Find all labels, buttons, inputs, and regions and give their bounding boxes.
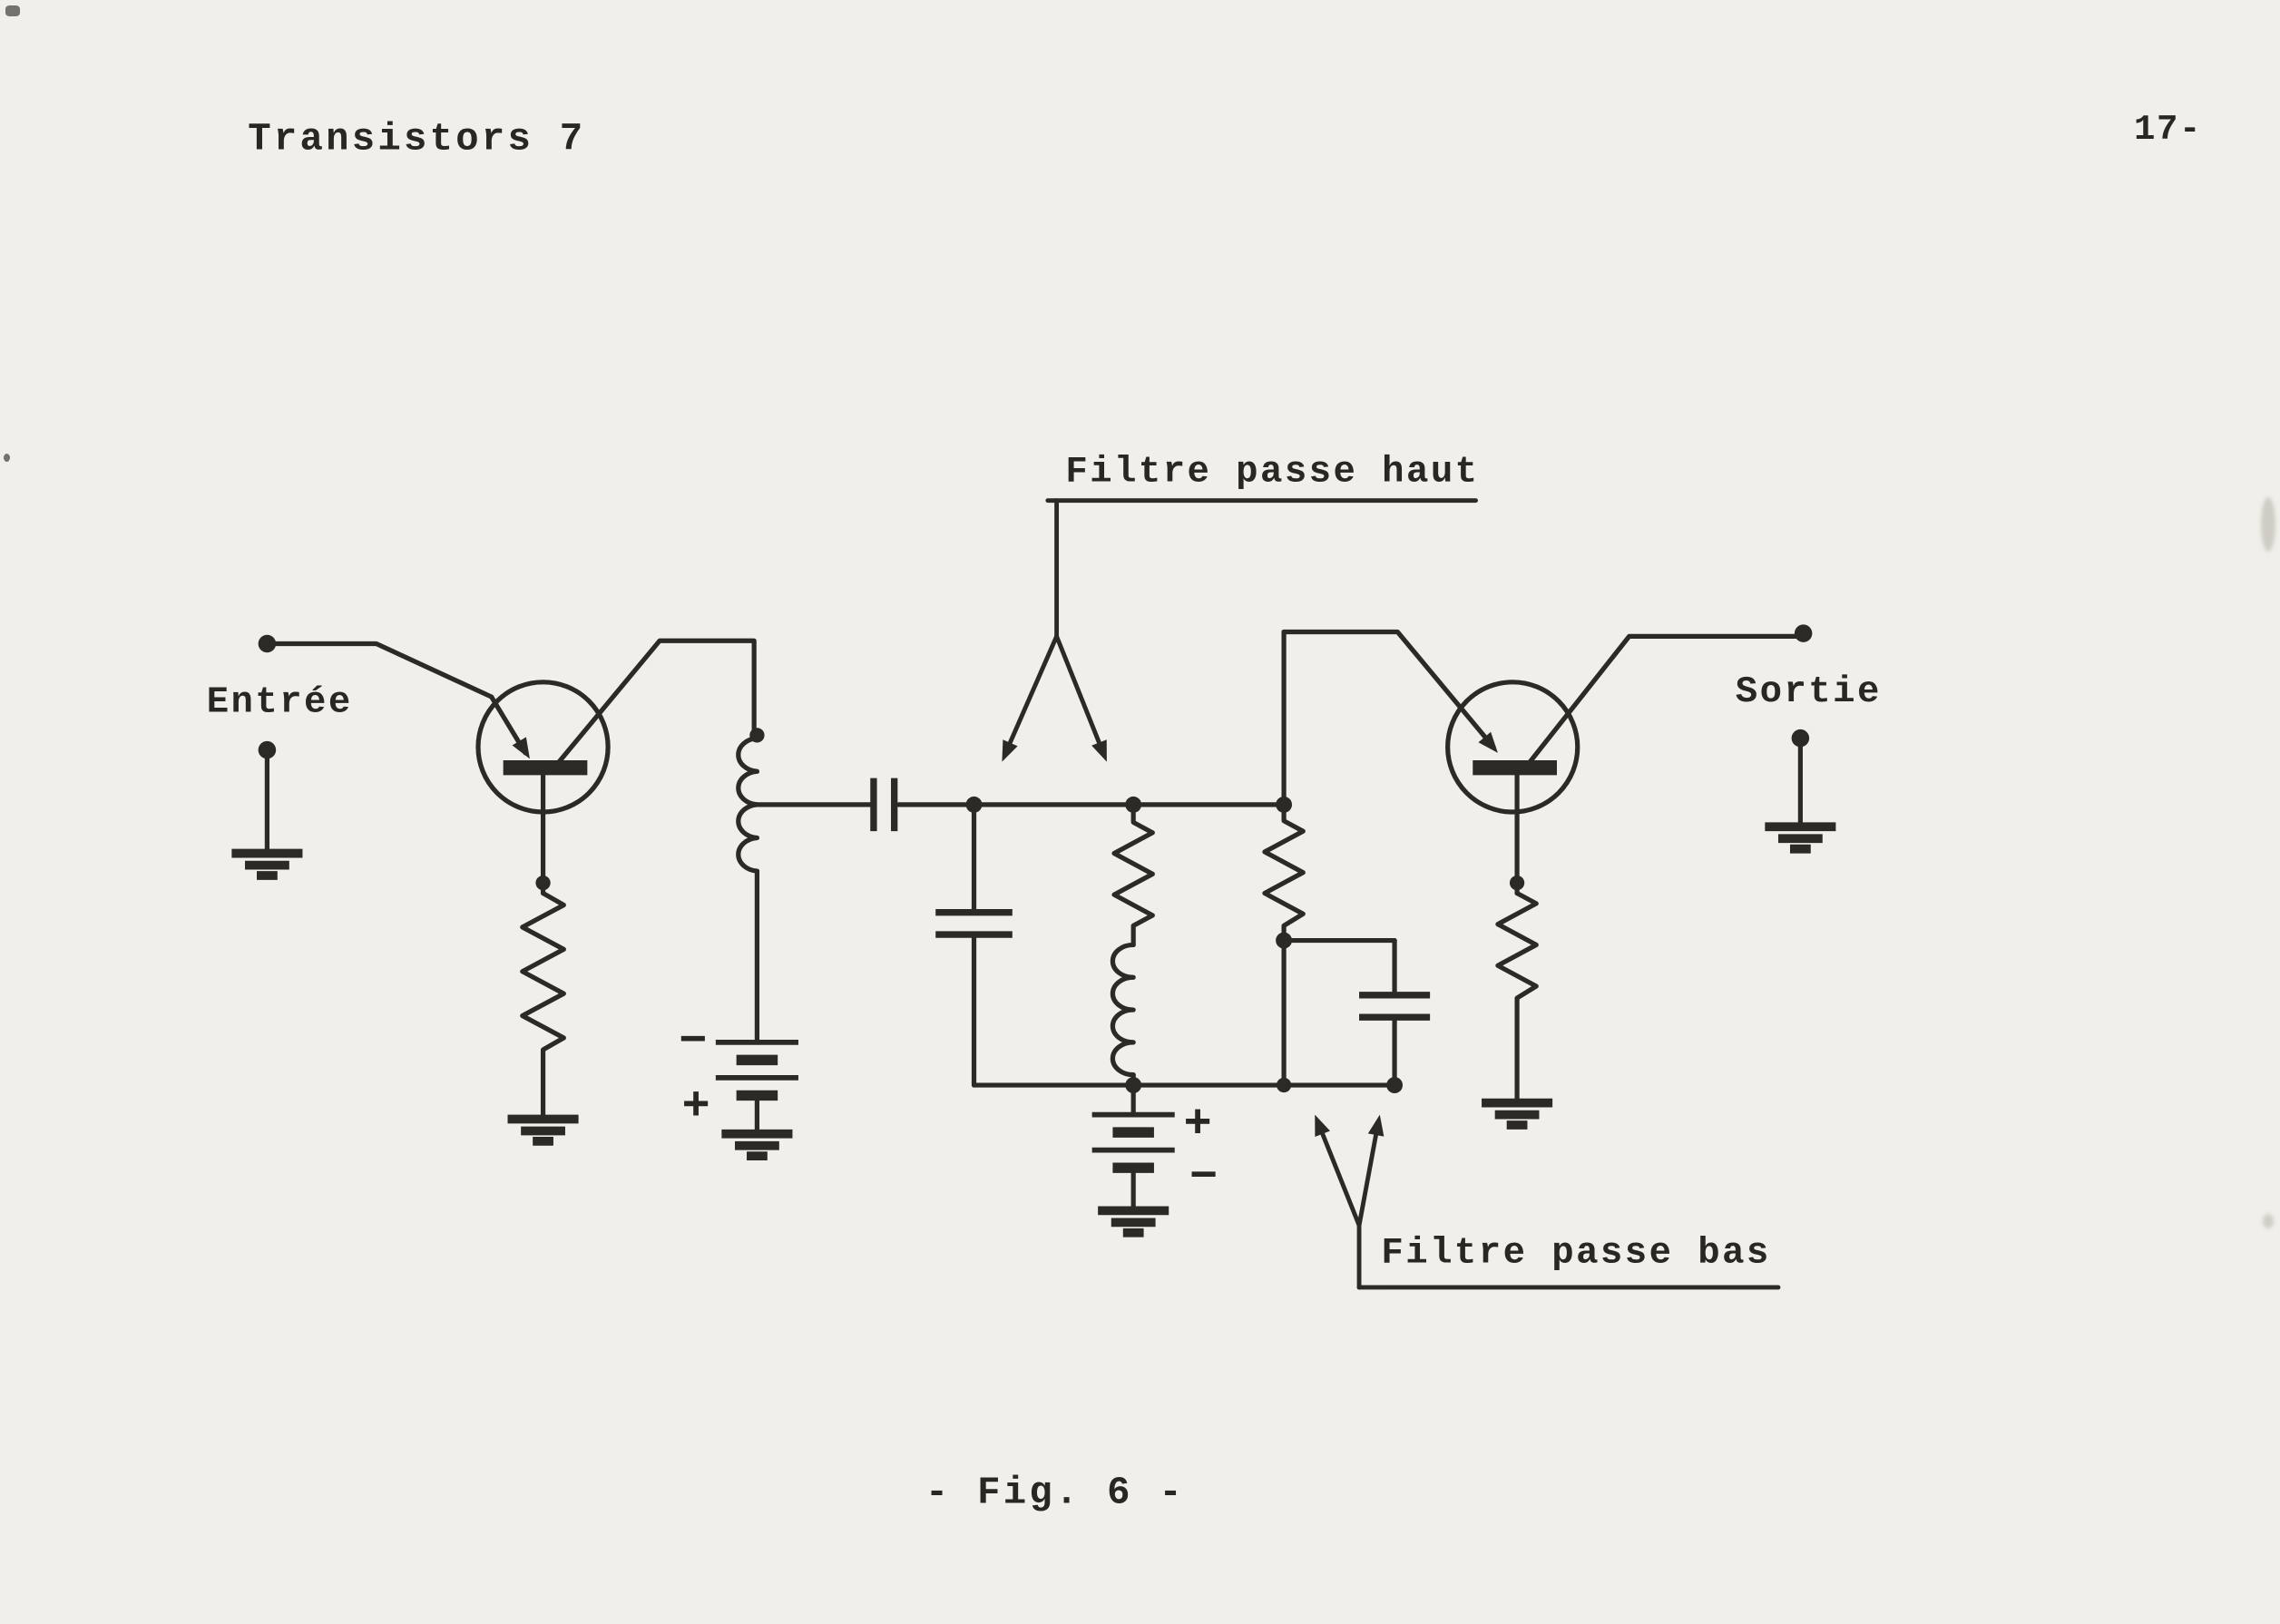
transistor-1 <box>475 638 757 896</box>
scan-artifact <box>2261 497 2275 552</box>
transistor-2-collector <box>1526 633 1805 766</box>
bottom-rail <box>971 1077 1404 1093</box>
label-input: Entrée <box>207 681 353 723</box>
page-header: Transistors 7 <box>248 117 585 161</box>
input-wire <box>264 641 494 699</box>
resistor-2 <box>1111 802 1155 948</box>
figure-caption: - Fig. 6 - <box>925 1472 1185 1515</box>
transistor-2 <box>1445 633 1805 896</box>
scan-artifact <box>2263 1214 2274 1228</box>
low-pass-pointer <box>1315 1114 1781 1290</box>
transistor-1-collector <box>555 638 757 766</box>
label-output: Sortie <box>1736 671 1882 713</box>
shunt-capacitor-1 <box>935 802 1013 1088</box>
scan-artifact <box>5 5 20 16</box>
ground-battery-2 <box>1098 1206 1169 1238</box>
input-ground <box>231 740 303 880</box>
transistor-2-emitter-arrow <box>1478 731 1498 753</box>
battery-2-plus: + <box>1183 1098 1211 1151</box>
label-high-pass-filter: Filtre passe haut <box>1065 451 1479 493</box>
battery-1: − + <box>679 1015 798 1133</box>
resistor-3 <box>1262 803 1306 1088</box>
resistor-4 <box>1495 890 1539 1102</box>
battery-1-plus: + <box>681 1080 709 1133</box>
interstage-wire <box>1281 629 1496 809</box>
inductor-2 <box>1110 942 1136 1088</box>
battery-1-minus: − <box>679 1015 707 1069</box>
inductor-1 <box>736 728 765 1042</box>
shunt-capacitor-2 <box>1281 937 1431 1088</box>
high-pass-pointer <box>1002 498 1478 762</box>
ground-battery-1 <box>721 1129 793 1161</box>
ground-resistor-4 <box>1482 1098 1553 1130</box>
output-ground <box>1765 729 1836 854</box>
label-low-pass-filter: Filtre passe bas <box>1381 1232 1770 1274</box>
output-terminal <box>1794 624 1813 642</box>
battery-2: + − <box>1091 1082 1218 1210</box>
transistor-2-body <box>1445 680 1580 815</box>
page-number: 17- <box>2134 109 2202 150</box>
coupling-capacitor <box>754 778 1287 832</box>
transistor-1-emitter-arrow <box>512 737 530 759</box>
ground-resistor-1 <box>507 1114 579 1146</box>
resistor-1 <box>520 890 566 1119</box>
battery-2-minus: − <box>1189 1151 1218 1205</box>
scan-artifact <box>4 454 10 462</box>
input-terminal <box>258 634 494 699</box>
